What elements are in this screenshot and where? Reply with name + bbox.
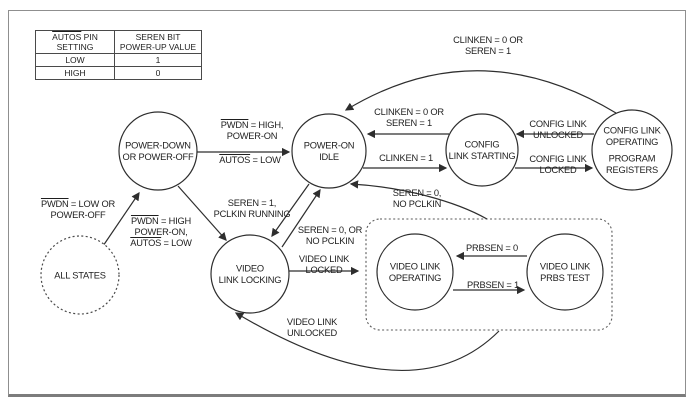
state-circle (210, 234, 290, 314)
state-label: ALL STATES (54, 270, 106, 280)
state-all-states: ALL STATES (40, 235, 120, 315)
state-circle (118, 111, 198, 191)
edge-video-group-to-idle-curve (349, 180, 488, 220)
state-circle (445, 113, 519, 187)
edge-config-operating-to-idle-arc (344, 70, 617, 114)
table-row: HIGH 0 (35, 66, 202, 80)
edge-label-prbsen-0: PRBSEN = 0 (466, 243, 518, 253)
state-circle (591, 109, 673, 191)
edge-all-states-to-power-down (102, 191, 140, 247)
header-seren-bit-value: SEREN BIT POWER-UP VALUE (114, 30, 202, 54)
header-autos-word: AUTOS (52, 32, 82, 42)
cell-seren-0: 0 (114, 66, 202, 80)
edge-label-prbsen-1: PRBSEN = 1 (467, 280, 519, 290)
video-link-group-box (365, 218, 613, 331)
edge-label-seren-0-no-pclkin-curve: SEREN = 0,NO PCLKIN (392, 188, 442, 209)
edge-idle-to-video-locking (271, 183, 310, 238)
edge-video-locking-to-idle (281, 188, 321, 248)
state-circle (291, 113, 367, 189)
edge-label-pwdn-high-power-on: PWDN = HIGH,POWER-ON (220, 120, 284, 141)
figure-border (8, 10, 686, 397)
state-circle (526, 233, 604, 311)
state-circle (40, 235, 120, 315)
edge-label-clinken-1: CLINKEN = 1 (379, 153, 433, 163)
state-circle (376, 233, 454, 311)
edge-video-group-to-video-locking-arc (234, 312, 500, 372)
edge-power-down-to-video-locking (177, 185, 227, 241)
edge-label-seren-1-pclkin-running: SEREN = 1,PCLKIN RUNNING (213, 198, 291, 219)
table-header-row: AUTOS PIN SETTING SEREN BIT POWER-UP VAL… (35, 30, 202, 54)
autos-seren-legend-table: AUTOS PIN SETTING SEREN BIT POWER-UP VAL… (35, 30, 202, 80)
edge-label-autos-low: AUTOS = LOW (219, 155, 281, 165)
